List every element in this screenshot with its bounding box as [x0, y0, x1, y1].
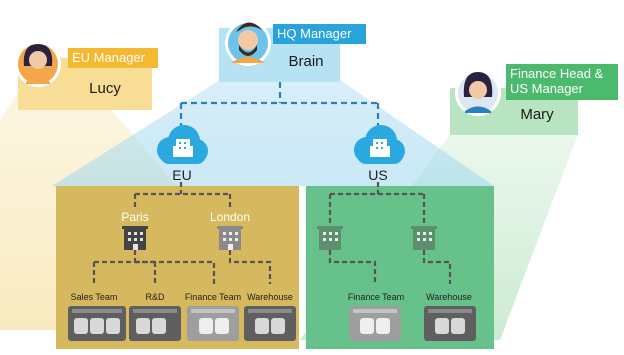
team-label-sales: Sales Team — [71, 292, 118, 302]
eu-manager-name: Lucy — [89, 80, 121, 97]
hq-manager-role-badge: HQ Manager — [273, 24, 366, 44]
sales-switch-icon — [68, 306, 126, 341]
eu-manager-role-badge: EU Manager — [68, 48, 158, 68]
us-manager-role-badge: Finance Head & US Manager — [506, 64, 618, 100]
hq-manager-name: Brain — [288, 53, 324, 70]
team-label-rnd: R&D — [145, 292, 165, 302]
site-label-paris: Paris — [121, 210, 148, 224]
us-manager-role-line2: US Manager — [510, 81, 583, 96]
eu-cloud-icon — [157, 125, 208, 164]
team-label-eu-finance: Finance Team — [185, 292, 241, 302]
eu-region-label: EU — [172, 167, 191, 183]
team-label-us-warehouse: Warehouse — [426, 292, 472, 302]
rnd-switch-icon — [129, 306, 181, 341]
us-region-label: US — [368, 167, 387, 183]
eu-warehouse-switch-icon — [244, 306, 296, 341]
us-manager-name: Mary — [520, 106, 554, 123]
us-manager-role-line1: Finance Head & — [510, 66, 604, 81]
hq-manager-role: HQ Manager — [277, 26, 352, 41]
hq-links — [179, 82, 380, 128]
us-links — [328, 182, 452, 284]
hq-manager-avatar-icon — [225, 20, 271, 66]
team-label-us-finance: Finance Team — [348, 292, 404, 302]
eu-finance-switch-icon — [187, 306, 239, 341]
us-warehouse-switch-icon — [424, 306, 476, 341]
team-label-eu-warehouse: Warehouse — [247, 292, 293, 302]
eu-manager-role: EU Manager — [72, 50, 145, 65]
us-cloud-icon — [354, 125, 405, 164]
site-label-london: London — [210, 210, 250, 224]
us-finance-switch-icon — [349, 306, 401, 341]
building-windows — [128, 232, 432, 250]
eu-manager-avatar-icon — [15, 41, 61, 87]
eu-links — [92, 182, 272, 284]
us-manager-avatar-icon — [455, 70, 501, 116]
